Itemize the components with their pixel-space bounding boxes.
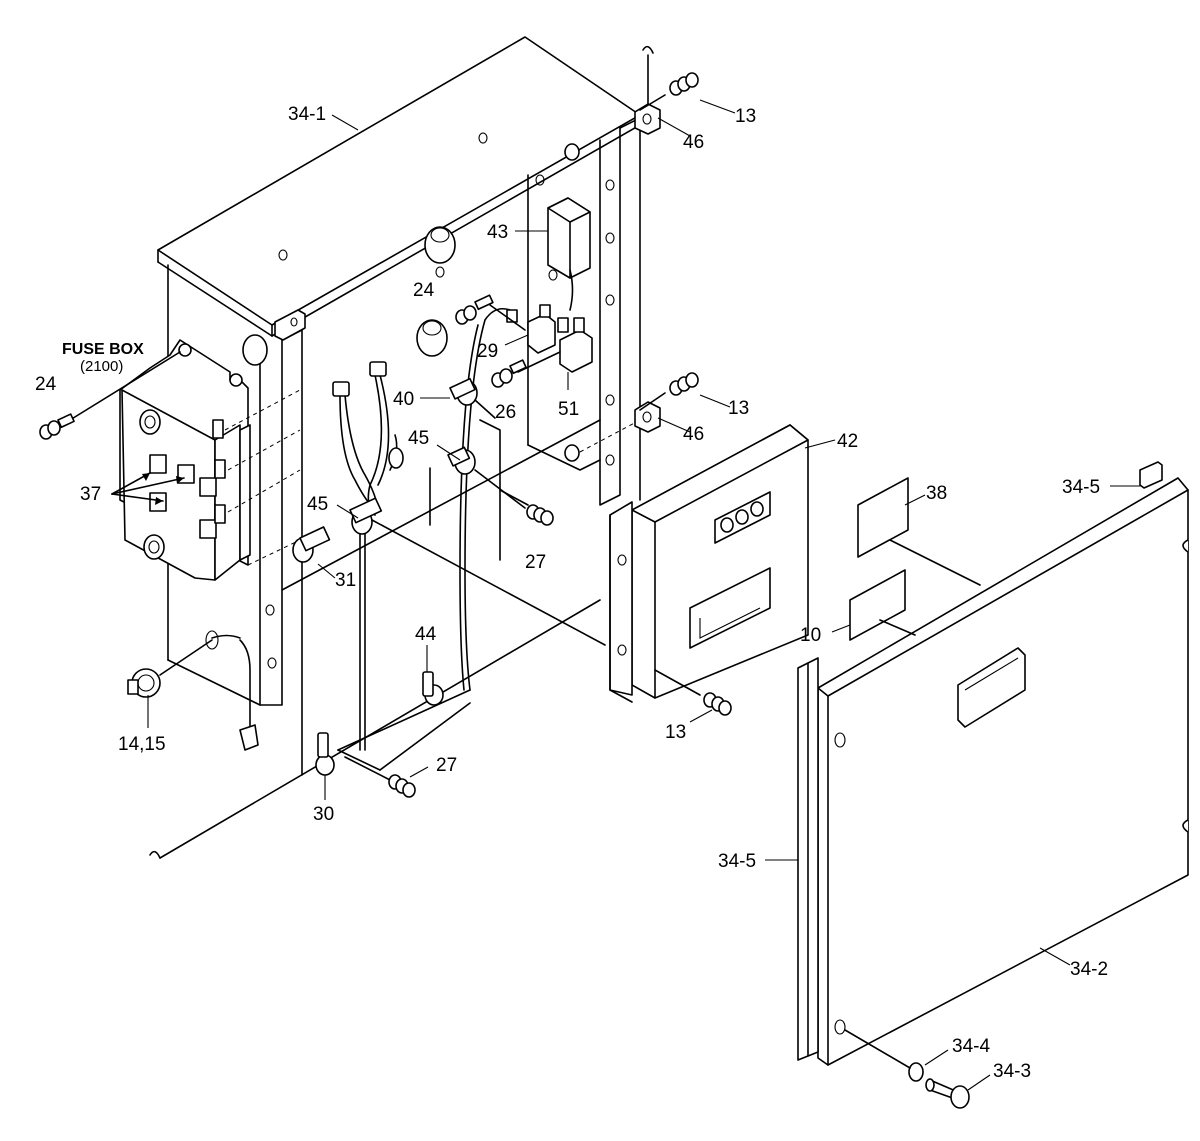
callout-26: 26: [495, 402, 516, 423]
clamp-40: [449, 377, 496, 419]
callout-27-mid: 27: [525, 552, 546, 573]
callout-34-5-left: 34-5: [718, 851, 756, 872]
callout-44: 44: [415, 624, 437, 645]
label-plate-38: [857, 477, 981, 586]
clamp-31: [292, 526, 331, 563]
bolt-24-mid: [455, 294, 526, 331]
arrows-37: [111, 472, 185, 505]
clamp-45-lower: [349, 497, 606, 646]
clamp-44: [422, 671, 444, 706]
callout-29: 29: [477, 341, 498, 362]
wiring-harness: [211, 307, 518, 751]
relay-43: [547, 197, 591, 311]
relay-29: [527, 304, 569, 354]
callout-13-mid: 13: [728, 398, 749, 419]
fuse-box: [119, 339, 301, 581]
callout-40: 40: [393, 389, 414, 410]
cabinet-top-panel: [157, 36, 641, 337]
bracket-45-plate: [429, 419, 501, 561]
fuse-box-title: FUSE BOX: [62, 341, 144, 358]
bolt-13-mid: [639, 372, 699, 411]
relay-51: [559, 317, 593, 373]
controller-42: [609, 424, 809, 703]
hinge-46-mid: [634, 401, 661, 433]
callout-24-mid: 24: [413, 280, 435, 301]
fuse-box-code: (2100): [80, 358, 123, 375]
callout-38: 38: [926, 483, 947, 504]
sensor-14-15: [127, 639, 213, 698]
cabinet-top-bracket: [274, 309, 306, 341]
bolt-27-bottom: [344, 756, 416, 798]
callout-51: 51: [558, 399, 579, 420]
label-plate-10: [849, 569, 916, 641]
callout-34-2: 34-2: [1070, 959, 1108, 980]
seal-strip-34-5-left: [797, 657, 819, 1061]
callout-45-upper: 45: [408, 428, 429, 449]
bolt-27-mid: [499, 489, 554, 526]
clamp-45-upper: [447, 446, 526, 509]
bolt-34-3: [925, 1078, 970, 1109]
callout-13-top: 13: [735, 106, 756, 127]
callout-46-mid: 46: [683, 424, 704, 445]
bolt-24-left: [39, 351, 181, 440]
callout-34-4: 34-4: [952, 1036, 990, 1057]
callout-37: 37: [80, 484, 101, 505]
bolt-26: [491, 351, 561, 388]
seal-strip-34-5-top: [1139, 461, 1163, 489]
hinge-46-top: [634, 103, 661, 135]
callout-10: 10: [800, 625, 821, 646]
clamp-30: [315, 732, 335, 776]
callout-46-top: 46: [683, 132, 704, 153]
cabinet-right-flange: [564, 117, 641, 506]
callout-30: 30: [313, 804, 334, 825]
callout-31: 31: [335, 570, 356, 591]
callout-42: 42: [837, 431, 858, 452]
callout-43: 43: [487, 222, 508, 243]
callout-24-left: 24: [35, 374, 57, 395]
callout-34-3: 34-3: [993, 1061, 1031, 1082]
break-mark: [642, 45, 654, 54]
callout-14-15: 14,15: [118, 734, 166, 755]
callout-13-bottom: 13: [665, 722, 686, 743]
callout-27-bottom: 27: [436, 755, 457, 776]
cabinet-left-side-panel: [167, 264, 601, 706]
callout-34-5-top: 34-5: [1062, 477, 1100, 498]
cover-panel-34-2: [817, 477, 1189, 1066]
cabinet-back-panel: [242, 143, 601, 776]
leader-lines: [147, 99, 1142, 1091]
bolt-13-bottom: [654, 669, 732, 716]
callout-34-1: 34-1: [288, 104, 326, 125]
callout-45-lower: 45: [307, 494, 328, 515]
bolt-13-top: [639, 72, 699, 111]
washer-34-4: [844, 1029, 924, 1082]
